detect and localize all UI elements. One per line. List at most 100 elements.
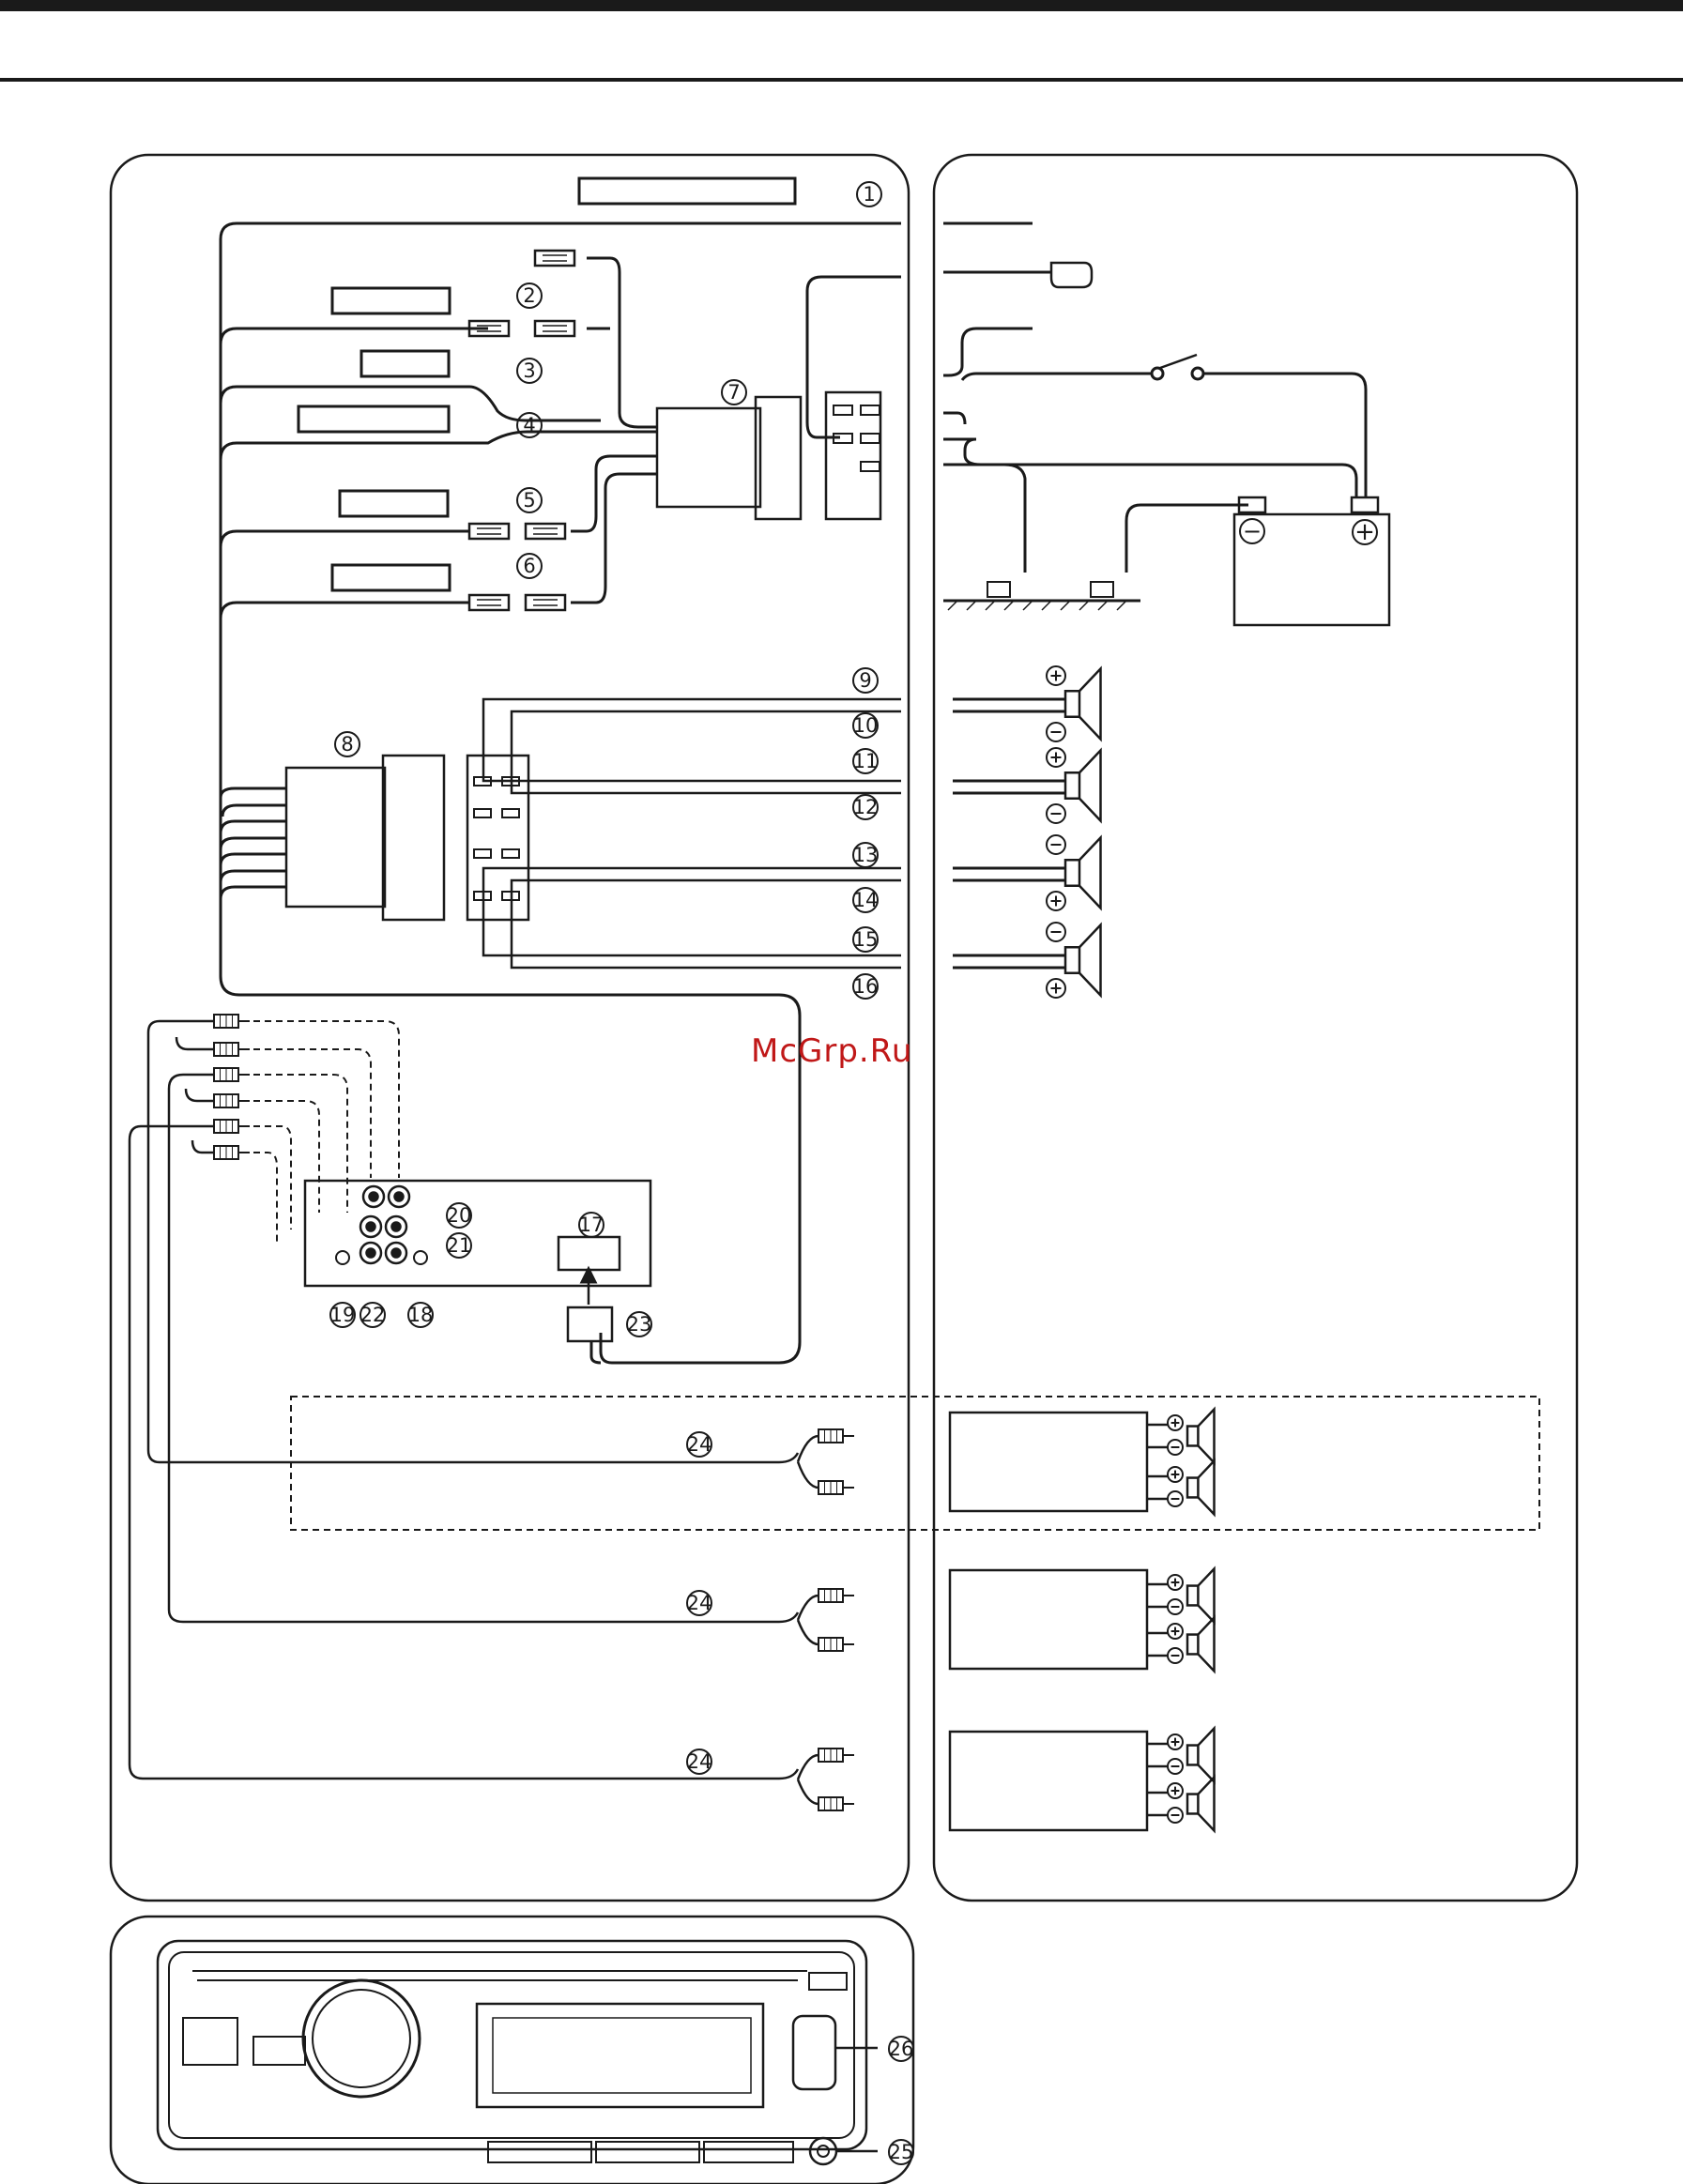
top-rule — [0, 0, 1683, 11]
rca-plug-icon — [819, 1429, 854, 1443]
speaker-icon — [1065, 669, 1101, 740]
speaker-icon — [1187, 1618, 1215, 1672]
wire-battery-plus — [943, 439, 1356, 497]
label-box-2 — [332, 288, 450, 313]
polarity-mark — [1168, 1624, 1183, 1639]
rca-jack — [360, 1243, 381, 1263]
wire-6 — [221, 603, 469, 619]
wire-to-vehicle — [807, 277, 901, 437]
polarity-mark — [1168, 1808, 1183, 1823]
polarity-mark — [1168, 1599, 1183, 1614]
callout-6: 6 — [523, 555, 535, 577]
volume-knob-inner — [313, 1990, 410, 2087]
eject-area — [809, 1973, 847, 1990]
speaker-icon — [1187, 1569, 1215, 1623]
polarity-mark — [1047, 835, 1065, 854]
polarity-mark — [1047, 748, 1065, 767]
fuse-icon — [526, 524, 565, 539]
fuse-icon — [469, 595, 509, 610]
preset-button — [488, 2142, 591, 2162]
switch-contact — [1192, 368, 1203, 379]
harness-wires — [221, 788, 286, 899]
rca-lead — [253, 1126, 291, 1229]
rca-lead — [253, 1101, 319, 1213]
rca-plug-icon — [214, 1043, 250, 1056]
speaker-icon — [1187, 1729, 1215, 1782]
polarity-mark — [1168, 1440, 1183, 1455]
pin — [861, 434, 880, 443]
wire-2 — [221, 328, 488, 344]
antenna-box-23 — [568, 1307, 612, 1341]
rca-jack — [386, 1216, 406, 1237]
speaker-icon — [1187, 1410, 1215, 1463]
rca-jack — [386, 1243, 406, 1263]
callout-5: 5 — [523, 489, 535, 512]
rca-plug-icon — [214, 1120, 250, 1133]
right-wiring-panel — [934, 155, 1577, 1901]
wire-ignition — [943, 328, 1366, 497]
display-inner — [493, 2018, 751, 2093]
rca-lead — [253, 1021, 399, 1178]
callout-1: 1 — [863, 183, 875, 206]
wire-fuse-top — [587, 258, 657, 427]
fuse-icon — [526, 595, 565, 610]
connector-8-plug — [383, 756, 444, 920]
volume-knob — [303, 1980, 420, 2097]
speaker-icon — [1065, 925, 1101, 996]
amplifier-box-3 — [950, 1732, 1147, 1830]
fuse-icon — [535, 251, 574, 266]
polarity-mark — [1047, 804, 1065, 823]
amp-speaker-wires — [1147, 1744, 1168, 1766]
rca-plug-icon — [214, 1146, 250, 1159]
rca-jack — [363, 1186, 384, 1207]
rca-lead — [253, 1049, 371, 1178]
speaker-icon — [1187, 1778, 1215, 1831]
rca-jack — [360, 1216, 381, 1237]
remote-connector — [1051, 263, 1092, 287]
amplifier-box-1 — [950, 1413, 1147, 1511]
amplifier-box-2 — [950, 1570, 1147, 1669]
amp-speaker-wires — [1147, 1425, 1168, 1447]
wire-4 — [221, 432, 657, 460]
wire-3 — [221, 387, 601, 420]
wire-fuse-6 — [571, 474, 657, 603]
polarity-mark — [1047, 892, 1065, 910]
amp-speaker-wires — [1147, 1633, 1168, 1656]
watermark: McGrp.Ru — [751, 1032, 912, 1070]
callout-9: 9 — [859, 669, 871, 692]
pin — [861, 462, 880, 471]
function-button — [183, 2018, 237, 2065]
rca-plug-icon — [819, 1589, 854, 1602]
connector-7-plug — [756, 397, 801, 519]
usb-port-26 — [793, 2016, 835, 2089]
speaker-output-wires — [483, 699, 901, 968]
label-box-5 — [340, 491, 448, 516]
fuse-icon — [535, 321, 574, 336]
amp-speaker-wires — [1147, 1793, 1168, 1815]
label-box-6 — [332, 565, 450, 590]
rca-plug-icon — [819, 1638, 854, 1651]
wire-ground-2 — [1126, 505, 1248, 573]
rca-plug-icon — [819, 1481, 854, 1494]
polarity-mark — [1168, 1734, 1183, 1749]
ground-bolt — [1091, 582, 1113, 597]
label-box-3 — [361, 351, 449, 376]
callout-7: 7 — [727, 381, 740, 404]
rca-plug-icon — [214, 1015, 250, 1028]
pin — [861, 405, 880, 415]
connector-17 — [558, 1237, 620, 1270]
source-button — [253, 2037, 305, 2065]
wire-ground-1 — [943, 413, 1025, 573]
polarity-mark — [1047, 666, 1065, 685]
amp-speaker-wires — [1147, 1584, 1168, 1607]
pin — [834, 405, 852, 415]
wire-fuse-5 — [571, 456, 657, 531]
speaker-icon — [1065, 751, 1101, 821]
rca-lead — [253, 1153, 277, 1244]
rca-jack — [389, 1186, 409, 1207]
ground-terminal-19 — [336, 1251, 349, 1264]
polarity-mark — [1168, 1575, 1183, 1590]
preset-button — [596, 2142, 699, 2162]
fuse-icon — [469, 524, 509, 539]
ground-bolt — [987, 582, 1010, 597]
